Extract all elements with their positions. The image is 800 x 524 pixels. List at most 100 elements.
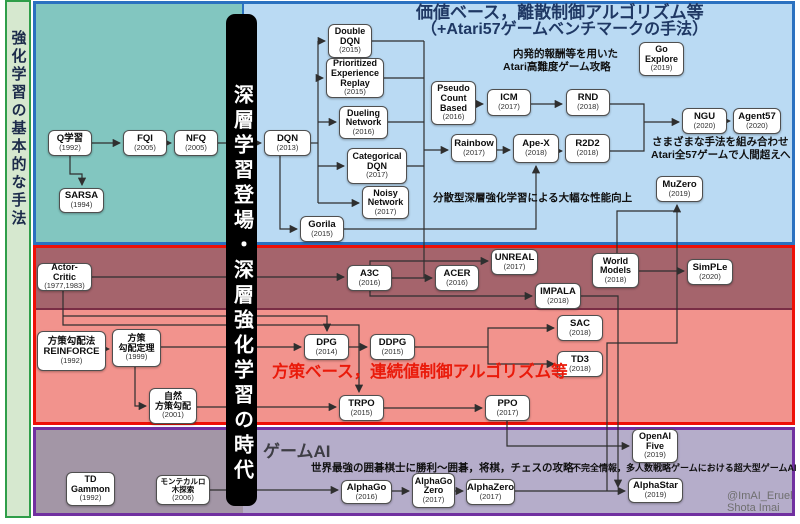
node-label: Go Explore [644,44,678,64]
node-year: (2019) [668,188,691,198]
node-agent57: Agent57(2020) [733,108,781,134]
node-year: (2017) [503,261,526,271]
node-policy-gradient-theorem: 方策 勾配定理(1999) [112,329,161,367]
node-label: SAC [569,317,591,329]
edge-a3c-to-impala [369,291,534,301]
node-label: RND [577,92,599,104]
node-ppo: PPO(2017) [485,395,530,421]
edge-actor-critic-to-dpg [63,315,332,333]
node-label: モンテカルロ 木探索 [160,476,206,494]
node-pseudo-count-based: Pseudo Count Based(2016) [431,81,476,125]
node-actor-critic: Actor-Critic(1977,1983) [37,262,92,291]
edge-policy-gradient-theorem-to-natural-policy-gradient [134,367,148,411]
node-label: AlphaGo Zero [414,475,453,496]
node-label: DDPG [378,336,407,348]
node-label: ACER [443,267,471,279]
node-label: SARSA [64,190,99,202]
node-label: AlphaZero [467,481,514,493]
node-unreal: UNREAL(2017) [491,249,538,275]
node-simple: SimPLe(2020) [687,259,733,285]
node-ngu: NGU(2020) [682,108,727,134]
node-year: (2005) [185,142,207,152]
edge-ppo-to-openai-five [506,421,631,451]
node-td3: TD3(2018) [557,351,603,377]
node-label: 方策 勾配定理 [118,333,155,353]
node-year: (2018) [577,102,599,112]
node-year: (2006) [172,492,194,502]
policy-title: 方策ベース，連続値制御アルゴリズム等 [272,363,568,381]
combine-methods-line1: さまざまな手法を組み合わせ [652,136,789,148]
node-natural-policy-gradient: 自然 方策勾配(2001) [149,388,197,424]
node-label: Gorila [308,218,336,230]
node-year: (2017) [479,491,502,501]
node-acer: ACER(2016) [435,265,479,291]
node-label: R2D2 [575,138,600,150]
era-bar-label: 深層学習登場・深層強化学習の時代 [230,84,253,484]
node-year: (2015) [350,407,373,417]
node-year: (2013) [276,142,299,152]
node-dueling-network: Dueling Network(2016) [339,106,388,139]
node-label: AlphaStar [633,480,678,492]
node-label: UNREAL [494,251,535,263]
edge-a3c-to-unreal [369,256,490,266]
node-year: (2015) [381,346,404,356]
node-categorical-dqn: Categorical DQN(2017) [347,148,407,184]
node-year: (2017) [498,102,520,112]
node-label: Pseudo Count Based [437,83,470,113]
edge-sac-td3-fork-to-sac [487,323,556,347]
node-label: TRPO [348,397,375,409]
node-gorila: Gorila(2015) [300,216,344,242]
node-label: Prioritized Experience Replay [330,58,380,88]
node-label: A3C [359,267,379,279]
node-fqi: FQI(2005) [123,130,167,156]
node-label: Double DQN [334,26,366,46]
combine-methods-line2: Atari全57ゲームで人間超えへ [651,149,791,161]
node-year: (2017) [366,170,388,180]
node-r2d2: R2D2(2018) [565,134,610,163]
go-victory: 世界最強の囲碁棋士に勝利～囲碁，将棋，チェスの攻略 [311,462,574,474]
node-year: (2005) [134,142,156,152]
node-year: (1977,1983) [44,281,85,291]
node-year: (2020) [693,120,716,130]
node-year: (2019) [644,450,666,460]
node-alphago-zero: AlphaGo Zero(2017) [412,473,455,508]
node-muzero: MuZero(2019) [656,176,703,202]
node-year: (2020) [746,120,768,130]
node-year: (2018) [569,363,591,373]
node-year: (2020) [699,271,721,281]
intrinsic-reward-line1: 内発的報酬等を用いた [513,48,618,60]
node-year: (2017) [374,206,397,216]
sidebar-basic-methods: 強化学習の基本的な手法 [5,0,31,518]
node-alphazero: AlphaZero(2017) [466,479,515,505]
node-year: (2018) [576,148,599,158]
node-year: (2016) [355,491,378,501]
node-year: (1992) [79,493,102,503]
node-year: (2015) [344,87,366,97]
node-label: TD3 [571,353,589,365]
node-year: (2019) [644,490,667,500]
node-year: (2017) [422,494,445,504]
imperfect-info: 不完全情報，多人数戦略ゲームにおける超大型ゲームAI [572,463,797,473]
node-trpo: TRPO(2015) [339,395,384,421]
node-sac: SAC(2018) [557,315,603,341]
node-label: ICM [500,92,518,104]
value-title-line1: 価値ベース，離散制御アルゴリズム等 [416,3,704,22]
node-year: (1992) [59,142,81,152]
node-year: (1994) [70,200,93,210]
value-title-line2: （+Atari57ゲームベンチマークの手法） [421,21,709,38]
node-year: (1992) [60,355,83,365]
node-label: IMPALA [540,285,576,297]
node-label: Q学習 [56,132,84,144]
node-dpg: DPG(2014) [304,334,349,360]
edge-gorila-to-ape-x [344,164,541,230]
region-actor-critic-band [36,248,792,310]
node-mcts: モンテカルロ 木探索(2006) [156,475,210,505]
edge-sac-td3-fork-to-td3 [487,347,556,369]
node-year: (2016) [442,112,465,122]
node-year: (2018) [569,327,591,337]
credit-line1: @ImAI_Eruel [727,490,793,502]
node-label: Actor-Critic [51,262,78,282]
node-label: DQN [276,132,299,144]
edge-r2d2-to-ngu-merge [610,122,645,152]
